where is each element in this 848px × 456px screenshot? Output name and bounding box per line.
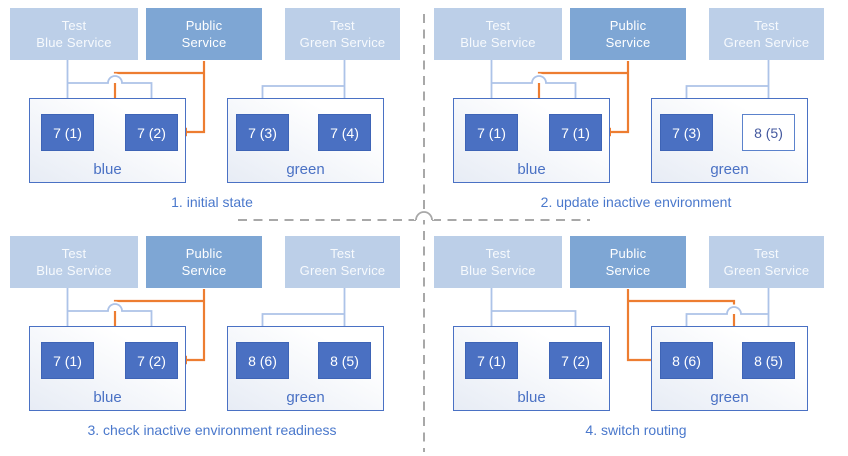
- blue-environment-label: blue: [93, 161, 122, 178]
- pod-blue-1: 7 (1): [465, 114, 518, 151]
- public-route-line: [187, 289, 206, 362]
- panel-4-switch-routing: Test Blue Service Public Service Test Gr…: [424, 228, 848, 456]
- service-box-public: Public Service: [570, 236, 686, 288]
- pod-green-1: 7 (3): [236, 114, 289, 151]
- public-route-line: [626, 289, 652, 362]
- service-box-public: Public Service: [146, 236, 262, 288]
- green-environment-label: green: [710, 161, 749, 178]
- hop-gap: [105, 301, 125, 312]
- panel-1-initial-state: Test Blue Service Public Service Test Gr…: [0, 0, 424, 228]
- service-label-line: Test: [61, 18, 87, 33]
- panel-caption: 2. update inactive environment: [540, 194, 732, 210]
- pod-blue-1: 7 (1): [465, 342, 518, 379]
- service-label-line: Blue Service: [36, 35, 112, 50]
- pod-green-1: 8 (6): [236, 342, 289, 379]
- pod-blue-1: 7 (1): [41, 114, 94, 151]
- service-label-line: Public: [609, 246, 647, 261]
- hop-gap: [529, 73, 549, 84]
- service-label-line: Green Service: [299, 263, 386, 278]
- blue-environment-label: blue: [93, 389, 122, 406]
- service-box-test-green: Test Green Service: [709, 8, 824, 60]
- blue-environment-label: blue: [517, 389, 546, 406]
- service-box-test-blue: Test Blue Service: [434, 8, 562, 60]
- public-route-line: [187, 61, 206, 134]
- service-box-test-green: Test Green Service: [285, 8, 400, 60]
- pod-blue-2: 7 (2): [549, 342, 602, 379]
- service-box-test-blue: Test Blue Service: [10, 8, 138, 60]
- service-label-line: Test: [330, 18, 355, 33]
- blue-environment-label: blue: [517, 161, 546, 178]
- pod-blue-2: 7 (2): [125, 342, 178, 379]
- service-label-line: Service: [181, 263, 227, 278]
- pod-green-1: 7 (3): [660, 114, 713, 151]
- public-route-line: [611, 61, 630, 134]
- service-box-test-green: Test Green Service: [709, 236, 824, 288]
- service-label-line: Test: [61, 246, 87, 261]
- service-label-line: Green Service: [723, 35, 810, 50]
- pod-green-2-new-version: 8 (5): [742, 114, 795, 151]
- service-label-line: Blue Service: [36, 263, 112, 278]
- service-label-line: Service: [605, 35, 651, 50]
- service-box-test-green: Test Green Service: [285, 236, 400, 288]
- service-label-line: Test: [754, 246, 779, 261]
- pod-green-1: 8 (6): [660, 342, 713, 379]
- pod-blue-2: 7 (1): [549, 114, 602, 151]
- service-label-line: Test: [485, 18, 511, 33]
- service-label-line: Green Service: [299, 35, 386, 50]
- service-label-line: Service: [181, 35, 227, 50]
- service-label-line: Test: [754, 18, 779, 33]
- panel-caption: 4. switch routing: [585, 422, 687, 438]
- service-label-line: Public: [185, 246, 223, 261]
- service-box-test-blue: Test Blue Service: [10, 236, 138, 288]
- service-label-line: Blue Service: [460, 263, 536, 278]
- service-label-line: Service: [605, 263, 651, 278]
- service-label-line: Test: [485, 246, 511, 261]
- pod-blue-2: 7 (2): [125, 114, 178, 151]
- green-environment-label: green: [710, 389, 749, 406]
- service-box-test-blue: Test Blue Service: [434, 236, 562, 288]
- service-label-line: Blue Service: [460, 35, 536, 50]
- green-environment-label: green: [286, 161, 325, 178]
- service-box-public: Public Service: [570, 8, 686, 60]
- hop-gap: [724, 304, 744, 315]
- service-label-line: Public: [185, 18, 223, 33]
- green-environment-label: green: [286, 389, 325, 406]
- service-label-line: Public: [609, 18, 647, 33]
- pod-green-2: 8 (5): [742, 342, 795, 379]
- service-label-line: Green Service: [723, 263, 810, 278]
- pod-green-2: 8 (5): [318, 342, 371, 379]
- pod-blue-1: 7 (1): [41, 342, 94, 379]
- panel-caption: 1. initial state: [171, 194, 253, 210]
- service-box-public: Public Service: [146, 8, 262, 60]
- hop-gap: [105, 73, 125, 84]
- pod-green-2: 7 (4): [318, 114, 371, 151]
- panel-caption: 3. check inactive environment readiness: [87, 422, 337, 438]
- panel-2-update-inactive-environment: Test Blue Service Public Service Test Gr…: [424, 0, 848, 228]
- service-label-line: Test: [330, 246, 355, 261]
- panel-3-check-inactive-environment-readiness: Test Blue Service Public Service Test Gr…: [0, 228, 424, 456]
